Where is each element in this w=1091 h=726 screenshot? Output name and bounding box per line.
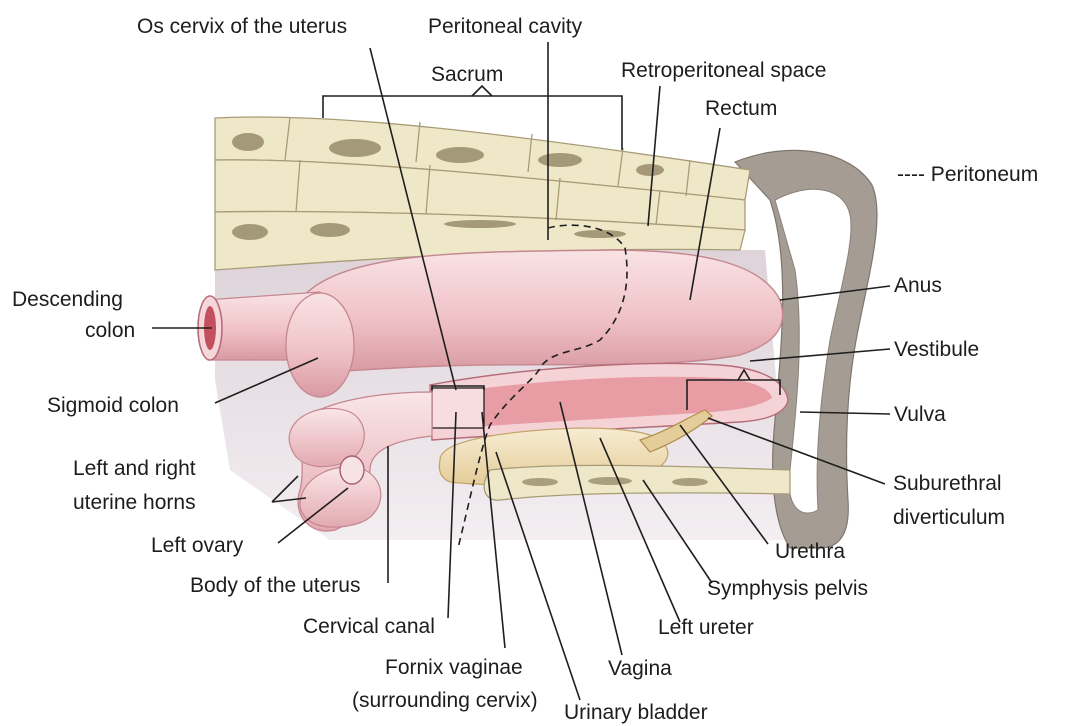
label-vestibule: Vestibule: [894, 338, 979, 361]
label-retroperitoneal-space: Retroperitoneal space: [621, 59, 826, 82]
label-sacrum: Sacrum: [431, 63, 503, 86]
rectum-shape: [287, 250, 782, 372]
label-symphysis-pelvis: Symphysis pelvis: [707, 577, 868, 600]
label-urethra: Urethra: [775, 540, 845, 563]
sigmoid-colon-shape: [286, 293, 354, 397]
label-rectum: Rectum: [705, 97, 777, 120]
label-uterine-horns-line1: Left and right: [73, 457, 196, 480]
label-suburethral-line1: Suburethral: [893, 472, 1002, 495]
label-body-uterus: Body of the uterus: [190, 574, 360, 597]
sacrum-bracket-tick: [472, 86, 492, 96]
label-peritoneum: ---- Peritoneum: [897, 163, 1038, 186]
label-vagina: Vagina: [608, 657, 672, 680]
label-peritoneal-cavity: Peritoneal cavity: [428, 15, 583, 38]
label-descending-colon-line2: colon: [85, 319, 135, 342]
label-descending-colon-line1: Descending: [12, 288, 123, 311]
label-sigmoid-colon: Sigmoid colon: [47, 394, 179, 417]
label-left-ovary: Left ovary: [151, 534, 244, 557]
label-suburethral-line2: diverticulum: [893, 506, 1005, 529]
label-urinary-bladder: Urinary bladder: [564, 701, 708, 724]
cervix-region: [432, 388, 484, 428]
label-os-cervix: Os cervix of the uterus: [137, 15, 347, 38]
label-anus: Anus: [894, 274, 942, 297]
label-cervical-canal: Cervical canal: [303, 615, 435, 638]
ovary-shape: [340, 456, 364, 484]
label-vulva: Vulva: [894, 403, 946, 426]
label-fornix-line2: (surrounding cervix): [352, 689, 538, 712]
label-left-ureter: Left ureter: [658, 616, 754, 639]
label-uterine-horns-line2: uterine horns: [73, 491, 196, 514]
label-fornix-line1: Fornix vaginae: [385, 656, 523, 679]
